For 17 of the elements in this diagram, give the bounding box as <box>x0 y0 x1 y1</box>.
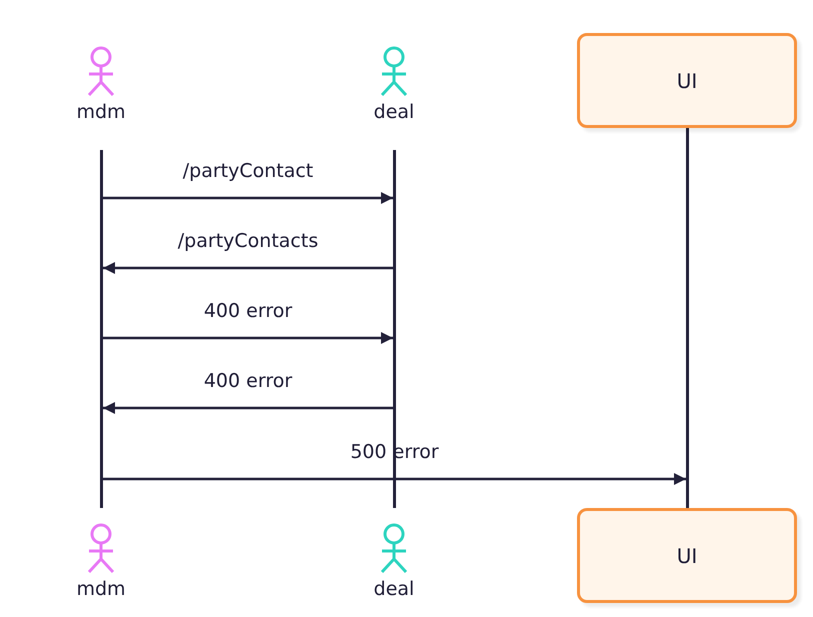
actor-label: mdm <box>76 578 126 600</box>
lifeline <box>686 128 689 508</box>
message-label: 400 error <box>204 300 292 322</box>
participant-box: UI <box>577 33 797 128</box>
message-arrow <box>103 332 393 344</box>
message-label: /partyContact <box>182 160 314 182</box>
participant-box: UI <box>577 508 797 603</box>
lifeline <box>100 150 103 508</box>
message-arrow <box>103 192 393 204</box>
message-arrow <box>103 402 393 414</box>
message-arrow <box>103 262 393 274</box>
actor-label: deal <box>374 578 414 600</box>
message-arrow <box>103 473 686 485</box>
actor-label: deal <box>374 101 414 123</box>
message-label: 400 error <box>204 370 292 392</box>
actor-label: mdm <box>76 101 126 123</box>
message-label: /partyContacts <box>178 230 318 252</box>
